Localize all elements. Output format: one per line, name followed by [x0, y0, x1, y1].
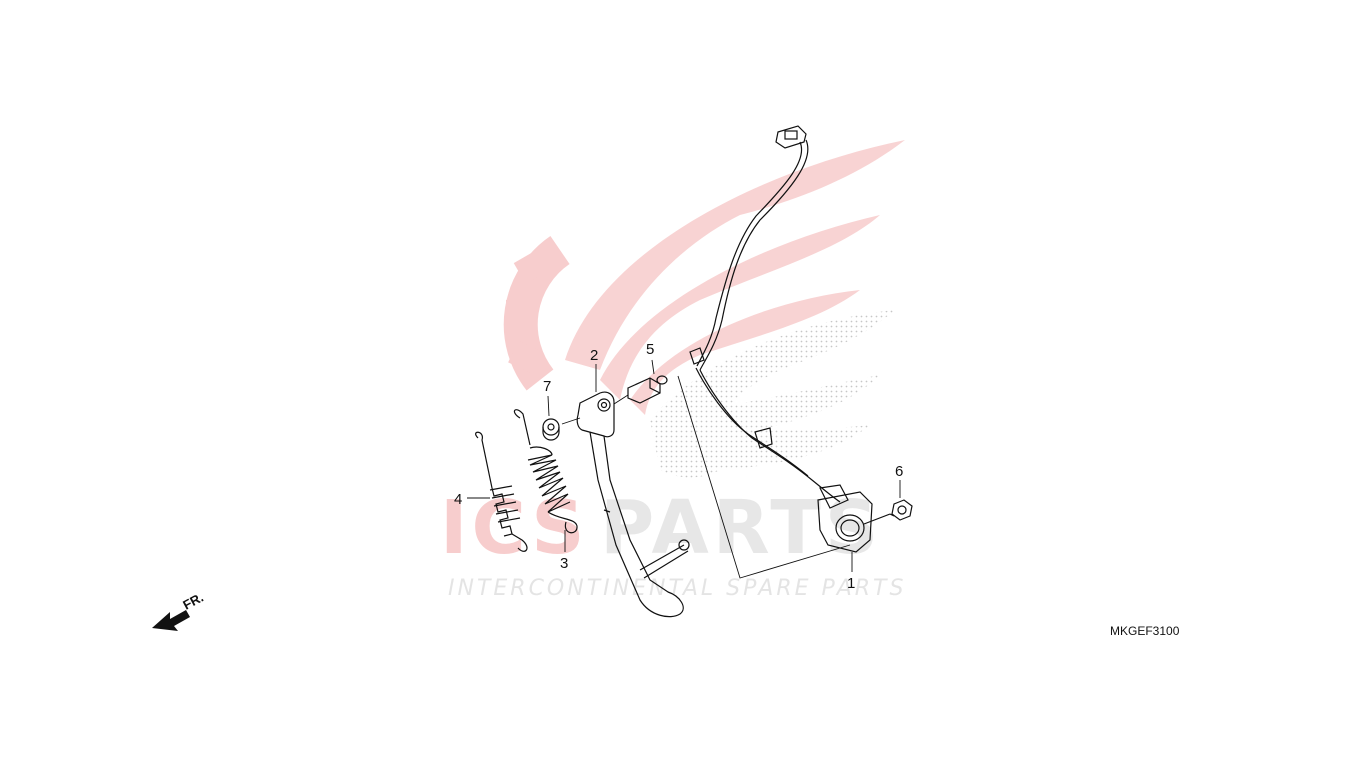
- watermark-red-wing: [565, 140, 905, 415]
- side-stand-switch: [689, 125, 891, 553]
- diagram-code: MKGEF3100: [1110, 624, 1180, 638]
- watermark-dotted-wing: [650, 310, 895, 478]
- spring-small: [475, 431, 528, 552]
- front-direction-marker: FR.: [152, 590, 206, 631]
- watermark-gear-logo: [503, 235, 571, 391]
- side-stand: [576, 391, 690, 618]
- line-art: [467, 125, 913, 618]
- callout-5: 5: [646, 341, 654, 358]
- front-label: FR.: [180, 590, 206, 613]
- callout-4: 4: [454, 491, 462, 508]
- watermark-brand-right: PARTS: [600, 485, 882, 571]
- leader-lines: [467, 359, 901, 579]
- watermark: ICS PARTS INTERCONTINENTAL SPARE PARTS: [440, 140, 906, 601]
- callout-7: 7: [543, 378, 551, 395]
- watermark-brand-left: ICS: [440, 485, 589, 571]
- callout-6: 6: [895, 463, 903, 480]
- spring-large: [513, 409, 578, 534]
- switch-bolt: [889, 499, 913, 521]
- callout-2: 2: [590, 347, 598, 364]
- washer: [542, 418, 560, 441]
- callouts: 1 2 3 4 5 6 7: [454, 341, 903, 592]
- callout-1: 1: [847, 575, 855, 592]
- callout-3: 3: [560, 555, 568, 572]
- front-arrow-icon: [152, 610, 190, 631]
- pivot-bolt: [627, 375, 668, 404]
- watermark-tagline: INTERCONTINENTAL SPARE PARTS: [448, 576, 906, 601]
